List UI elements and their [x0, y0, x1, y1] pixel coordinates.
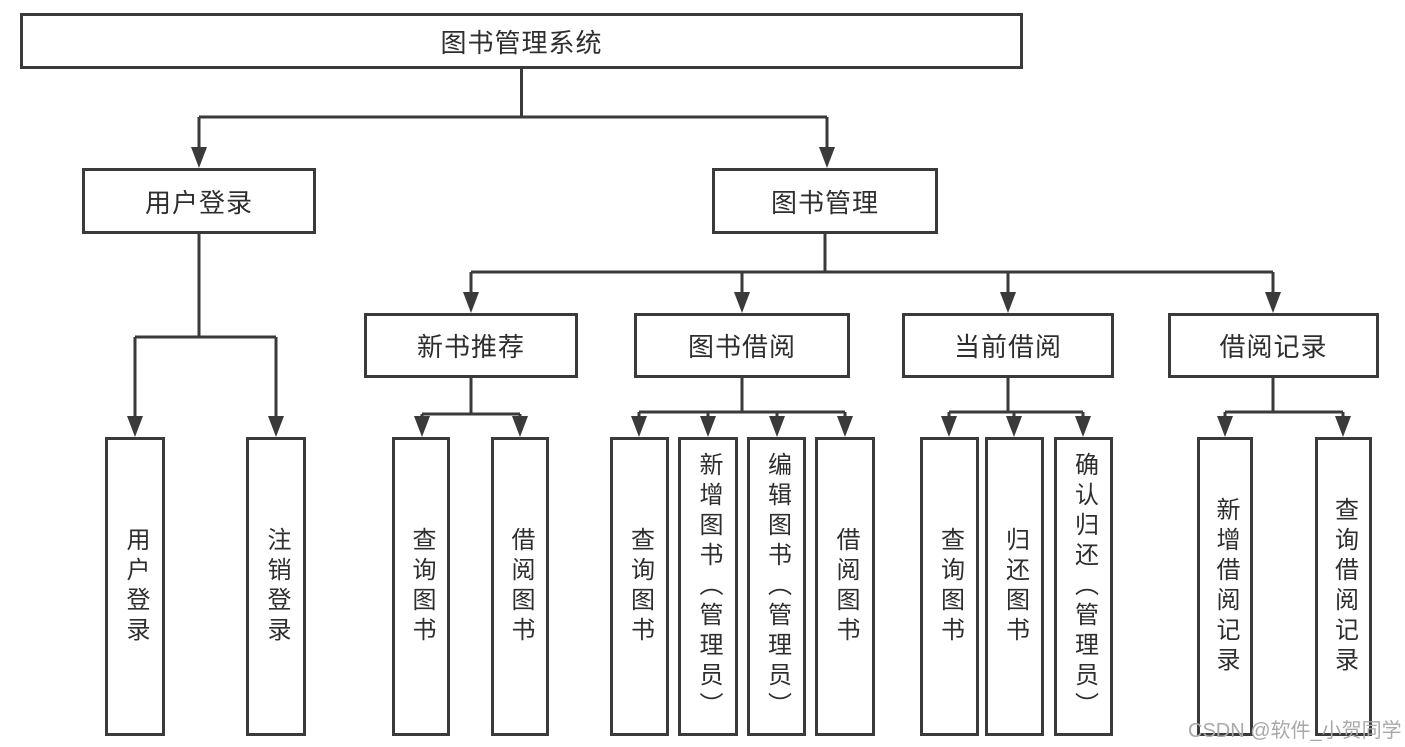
node-label: 查询图书	[936, 526, 964, 647]
node-label: 新增图书（管理员）	[695, 451, 722, 722]
node-label: 注销登录	[263, 526, 290, 647]
leaf-user-login: 用户登录	[105, 437, 165, 736]
node-label: 确认归还（管理员）	[1070, 451, 1098, 722]
leaf-recommend-query-books: 查询图书	[392, 437, 450, 736]
node-label: 借阅图书	[832, 526, 859, 647]
node-label: 借阅记录	[1219, 332, 1328, 362]
node-book-management-branch: 图书管理	[712, 168, 938, 234]
node-new-book-recommendation: 新书推荐	[364, 313, 578, 378]
node-label: 当前借阅	[953, 332, 1062, 362]
node-label: 新书推荐	[416, 332, 525, 362]
leaf-confirm-return-admin: 确认归还（管理员）	[1054, 437, 1113, 736]
leaf-add-borrow-record: 新增借阅记录	[1197, 437, 1253, 736]
leaf-current-query-books: 查询图书	[920, 437, 979, 736]
node-label: 图书借阅	[687, 332, 796, 362]
node-label: 图书管理系统	[440, 27, 603, 58]
node-label: 借阅图书	[507, 526, 534, 647]
node-label: 用户登录	[122, 526, 149, 647]
leaf-return-books: 归还图书	[985, 437, 1044, 736]
node-label: 图书管理	[770, 187, 879, 218]
node-label: 新增借阅记录	[1212, 496, 1239, 677]
csdn-watermark: CSDN @软件_小贺同学	[1188, 720, 1402, 742]
node-label: 查询借阅记录	[1330, 496, 1358, 677]
leaf-borrow-query-books: 查询图书	[610, 437, 669, 736]
leaf-query-borrow-record: 查询借阅记录	[1315, 437, 1372, 736]
node-current-borrowing: 当前借阅	[902, 313, 1114, 378]
node-label: 查询图书	[408, 526, 435, 647]
leaf-logout: 注销登录	[246, 437, 306, 736]
leaf-recommend-borrow-books: 借阅图书	[491, 437, 549, 736]
node-label: 归还图书	[1001, 526, 1029, 647]
leaf-edit-books-admin: 编辑图书（管理员）	[747, 437, 806, 736]
node-borrowing-records: 借阅记录	[1168, 313, 1379, 378]
leaf-add-books-admin: 新增图书（管理员）	[678, 437, 738, 736]
node-user-login-branch: 用户登录	[82, 168, 316, 234]
node-library-management-system: 图书管理系统	[20, 13, 1023, 69]
node-label: 用户登录	[144, 187, 253, 218]
arrow-down-icons	[127, 147, 1351, 437]
node-label: 查询图书	[626, 526, 654, 647]
node-book-borrowing: 图书借阅	[634, 313, 850, 378]
node-label: 编辑图书（管理员）	[763, 451, 791, 722]
leaf-borrow-books: 借阅图书	[815, 437, 875, 736]
